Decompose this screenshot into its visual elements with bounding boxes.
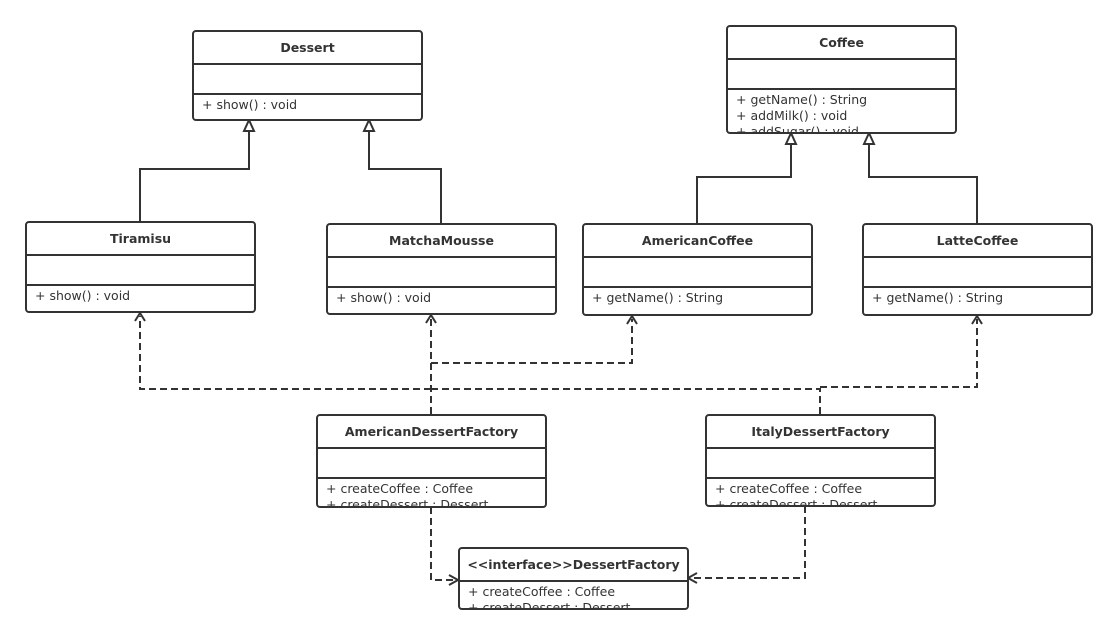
- method: + show() : void: [35, 288, 131, 303]
- methods-section: + show() : void: [328, 288, 555, 313]
- open-arrowhead: [626, 314, 638, 325]
- generalization-arrowhead: [362, 117, 376, 132]
- class-latte-coffee[interactable]: LatteCoffee + getName() : String: [862, 223, 1093, 316]
- realization-american-factory: [430, 507, 454, 581]
- class-dessert[interactable]: Dessert + show() : void: [192, 30, 423, 121]
- inheritance-latte-coffee: [868, 143, 978, 223]
- methods-section: + createCoffee : Coffee + createDessert …: [707, 479, 934, 507]
- inheritance-matcha-dessert: [368, 130, 442, 223]
- class-name: <<interface>>DessertFactory: [460, 549, 687, 582]
- methods-section: + getName() : String: [584, 288, 811, 314]
- class-name: AmericanDessertFactory: [318, 416, 545, 449]
- class-american-coffee[interactable]: AmericanCoffee + getName() : String: [582, 223, 813, 316]
- attributes-section: [27, 256, 254, 286]
- method: + createCoffee : Coffee: [468, 584, 616, 599]
- inheritance-american-coffee: [696, 143, 792, 223]
- method: + createCoffee : Coffee: [326, 481, 474, 496]
- attributes-section: [707, 449, 934, 479]
- methods-section: + createCoffee : Coffee + createDessert …: [318, 479, 545, 508]
- methods-section: + show() : void: [27, 286, 254, 311]
- class-coffee[interactable]: Coffee + getName() : String + addMilk() …: [726, 25, 957, 134]
- generalization-arrowhead: [242, 117, 256, 132]
- class-name: Dessert: [194, 32, 421, 65]
- method: + getName() : String: [872, 290, 1004, 305]
- open-arrowhead: [971, 314, 983, 325]
- realization-italy-factory: [692, 506, 806, 579]
- open-arrowhead: [425, 313, 437, 324]
- class-name: MatchaMousse: [328, 225, 555, 258]
- method: + show() : void: [202, 97, 298, 112]
- open-arrowhead: [134, 311, 146, 322]
- method: + createDessert : Dessert: [468, 600, 631, 610]
- attributes-section: [584, 258, 811, 288]
- method: + show() : void: [336, 290, 432, 305]
- attributes-section: [728, 60, 955, 90]
- method: + addMilk() : void: [736, 108, 848, 123]
- class-name: AmericanCoffee: [584, 225, 811, 258]
- methods-section: + createCoffee : Coffee + createDessert …: [460, 582, 687, 610]
- method: + getName() : String: [736, 92, 868, 107]
- dependency-italy-factory-latte: [820, 319, 978, 388]
- method: + getName() : String: [592, 290, 724, 305]
- attributes-section: [328, 258, 555, 288]
- class-american-dessert-factory[interactable]: AmericanDessertFactory + createCoffee : …: [316, 414, 547, 508]
- class-name: LatteCoffee: [864, 225, 1091, 258]
- dependency-american-factory-american-coffee: [431, 319, 633, 364]
- class-tiramisu[interactable]: Tiramisu + show() : void: [25, 221, 256, 313]
- method: + createDessert : Dessert: [715, 497, 878, 507]
- generalization-arrowhead: [784, 130, 798, 145]
- attributes-section: [318, 449, 545, 479]
- generalization-arrowhead: [862, 130, 876, 145]
- attributes-section: [194, 65, 421, 95]
- methods-section: + getName() : String: [864, 288, 1091, 314]
- attributes-section: [864, 258, 1091, 288]
- methods-section: + getName() : String + addMilk() : void …: [728, 90, 955, 134]
- method: + createDessert : Dessert: [326, 497, 489, 508]
- class-name: Coffee: [728, 27, 955, 60]
- methods-section: + show() : void: [194, 95, 421, 119]
- class-matcha-mousse[interactable]: MatchaMousse + show() : void: [326, 223, 557, 315]
- class-italy-dessert-factory[interactable]: ItalyDessertFactory + createCoffee : Cof…: [705, 414, 936, 507]
- dependency-italy-factory-tiramisu: [431, 388, 821, 414]
- dependency-american-factory-tiramisu: [139, 316, 431, 390]
- method: + createCoffee : Coffee: [715, 481, 863, 496]
- interface-dessert-factory[interactable]: <<interface>>DessertFactory + createCoff…: [458, 547, 689, 610]
- class-name: Tiramisu: [27, 223, 254, 256]
- inheritance-tiramisu-dessert: [139, 130, 250, 221]
- method: + addSugar() : void: [736, 124, 859, 134]
- class-name: ItalyDessertFactory: [707, 416, 934, 449]
